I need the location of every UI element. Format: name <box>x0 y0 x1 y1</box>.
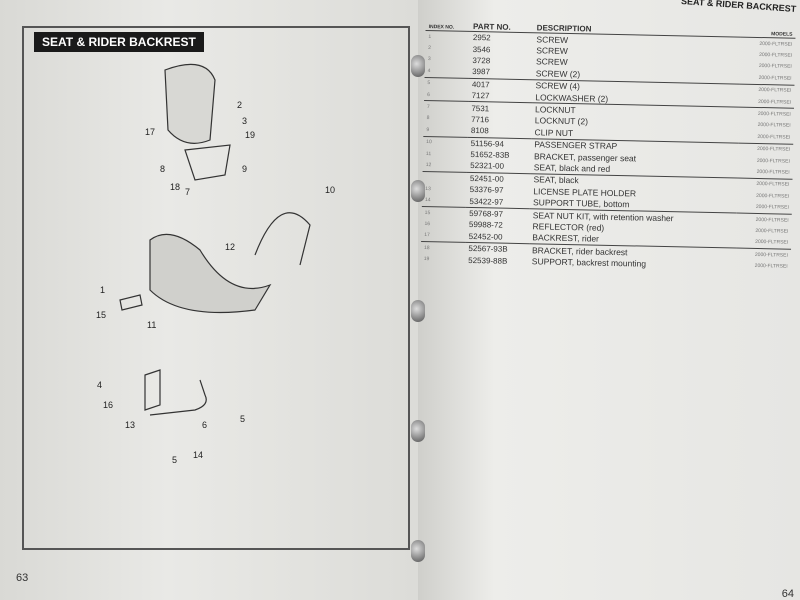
cell-index: 4 <box>427 67 431 74</box>
cell-index: 18 <box>420 241 466 255</box>
seat-bracket <box>119 294 143 311</box>
callout: 19 <box>245 130 255 140</box>
seat-shape <box>149 233 272 314</box>
cell-index <box>422 171 468 184</box>
binding-ring <box>411 420 425 442</box>
binding-ring <box>411 55 425 77</box>
callout: 17 <box>145 127 155 137</box>
cell-model: 2000-FLTRSEI <box>754 263 788 270</box>
left-page: SEAT & RIDER BACKREST 17 2 3 19 8 18 7 9… <box>0 0 418 600</box>
support-tube <box>149 379 207 416</box>
cell-index: 7 <box>423 100 469 114</box>
passenger-strap <box>254 212 311 266</box>
cell-index: 14 <box>424 197 431 204</box>
cell-index: 10 <box>423 135 468 149</box>
cell-index: 8 <box>426 115 430 122</box>
callout: 2 <box>237 100 242 110</box>
cell-index: 9 <box>426 126 430 133</box>
callout: 11 <box>147 320 156 330</box>
binding-ring <box>411 300 425 322</box>
callout: 9 <box>242 164 247 174</box>
callout: 13 <box>125 420 135 430</box>
callout: 1 <box>100 285 105 295</box>
callout: 7 <box>185 187 190 197</box>
binding-ring <box>411 540 425 562</box>
callout: 12 <box>225 242 235 252</box>
right-page: SEAT & RIDER BACKREST INDEX NO. PART NO.… <box>418 0 800 600</box>
callout: 15 <box>96 310 106 320</box>
backrest-bracket <box>184 144 231 181</box>
backrest-shape <box>164 63 216 144</box>
diagram-title: SEAT & RIDER BACKREST <box>34 32 204 52</box>
cell-index: 2 <box>428 45 432 52</box>
col-models: MODELS <box>771 31 793 38</box>
cell-index: 11 <box>425 150 432 157</box>
cell-index: 6 <box>427 91 431 98</box>
cell-index: 15 <box>421 206 467 220</box>
running-header: SEAT & RIDER BACKREST <box>680 0 797 15</box>
page-number: 64 <box>781 588 794 600</box>
callout: 18 <box>170 182 180 192</box>
callout: 3 <box>242 116 247 126</box>
callout: 14 <box>193 450 203 460</box>
cell-index: 19 <box>423 256 430 263</box>
cell-index: 3 <box>427 56 431 63</box>
col-part: PART NO. <box>473 21 511 32</box>
callout: 5 <box>172 455 177 465</box>
page-number: 63 <box>16 572 29 584</box>
diagram-frame <box>22 26 410 550</box>
cell-index: 17 <box>424 232 430 239</box>
callout: 16 <box>103 400 113 410</box>
cell-index: 16 <box>424 220 431 228</box>
exploded-parts-diagram: 17 2 3 19 8 18 7 9 10 12 1 15 11 4 16 13… <box>96 63 335 465</box>
callout: 5 <box>240 414 245 424</box>
cell-index: 12 <box>425 162 432 169</box>
cell-index: 13 <box>425 185 431 192</box>
binding-ring <box>411 180 425 202</box>
cell-part: 52539-88B <box>468 255 508 266</box>
callout: 8 <box>160 164 165 174</box>
cell-index: 1 <box>425 30 471 44</box>
col-index: INDEX NO. <box>428 24 455 31</box>
license-plate-holder <box>144 369 161 411</box>
callout: 10 <box>325 185 335 195</box>
cell-index: 5 <box>424 77 470 90</box>
callout: 4 <box>97 380 102 390</box>
callout: 6 <box>202 420 207 430</box>
